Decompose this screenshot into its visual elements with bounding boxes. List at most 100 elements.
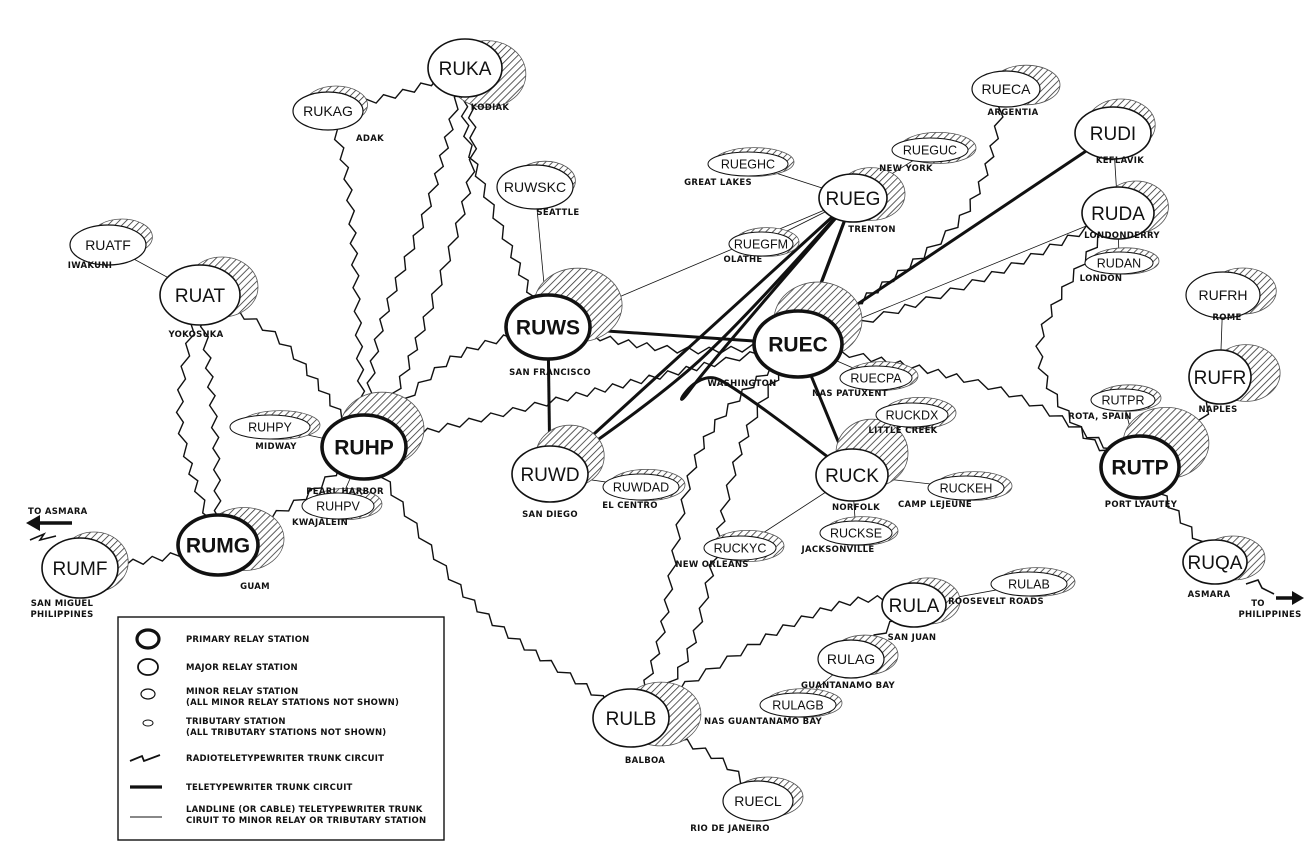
station-code: RUHPY	[248, 421, 292, 435]
station-city: SAN MIGUEL	[31, 599, 94, 609]
legend-item-tty: TELETYPEWRITER TRUNK CIRCUIT	[130, 783, 352, 793]
station-city: PORT LYAUTEY	[1105, 500, 1178, 510]
radioteletypewriter-trunk-circuit	[363, 341, 799, 449]
legend-symbol	[129, 754, 161, 763]
legend-symbol	[137, 658, 159, 676]
station-city: ROTA, SPAIN	[1068, 412, 1132, 422]
station-code: RUCKDX	[886, 409, 939, 423]
station-city: OLATHE	[723, 255, 762, 265]
station-code: RULA	[889, 596, 940, 617]
legend-symbol	[135, 628, 161, 650]
station-city: YOKOSUKA	[167, 330, 223, 340]
station-code: RUHP	[334, 437, 394, 460]
radioteletypewriter-trunk-circuit	[630, 343, 799, 721]
legend-label: RADIOTELETYPEWRITER TRUNK CIRCUIT	[186, 754, 384, 764]
station-city: NEW ORLEANS	[675, 560, 748, 570]
station-city: NEW YORK	[879, 164, 933, 174]
station-ellipse	[819, 520, 893, 546]
station-ellipse	[752, 309, 844, 379]
station-code: RUKAG	[303, 103, 353, 119]
station-ellipse	[602, 473, 680, 501]
station-rueg: RUEG TRENTON	[818, 173, 896, 235]
station-code: RUCKYC	[714, 542, 767, 556]
station-city: GUANTANAMO BAY	[801, 681, 896, 691]
station-city: NAS PATUXENT	[812, 389, 888, 399]
station-ruecpa: RUECPA NAS PATUXENT	[812, 365, 913, 399]
to-philippines-label: TO	[1251, 599, 1265, 609]
station-ellipse	[1084, 251, 1154, 275]
legend-symbol	[142, 719, 154, 727]
station-ellipse	[971, 70, 1041, 108]
station-ellipse	[592, 688, 670, 748]
station-ellipse	[320, 413, 408, 481]
station-ellipse	[41, 537, 119, 599]
radioteletypewriter-trunk-circuit	[360, 67, 466, 448]
station-code: RUDI	[1090, 124, 1136, 145]
station-ellipse	[703, 535, 777, 561]
radioteletypewriter-trunk-circuit	[359, 67, 478, 448]
teletypewriter-trunk-circuit	[680, 197, 855, 477]
radioteletypewriter-trunk-circuit	[1035, 212, 1141, 469]
station-code: RUECPA	[850, 372, 902, 386]
station-ellipse	[504, 293, 592, 361]
station-ellipse	[815, 448, 889, 502]
station-ruck: RUCK NORFOLK	[815, 448, 889, 513]
station-ellipse	[759, 692, 837, 718]
station-city: GREAT LAKES	[684, 178, 752, 188]
station-ellipse	[990, 571, 1068, 597]
radioteletypewriter-trunk-circuit	[197, 294, 222, 546]
station-code: RUCK	[825, 466, 879, 487]
radioteletypewriter-trunk-circuit	[626, 343, 799, 719]
station-city: TRENTON	[848, 225, 896, 235]
station-city: SAN JUAN	[888, 633, 937, 643]
radioteletypewriter-trunk-circuit	[797, 343, 1141, 472]
station-city: NORFOLK	[832, 503, 880, 513]
station-city: ASMARA	[1188, 590, 1231, 600]
legend-label: TRIBUTARY STATION	[186, 717, 286, 727]
station-ellipse	[1099, 434, 1181, 500]
legend-item-trib: TRIBUTARY STATION(ALL TRIBUTARY STATIONS…	[142, 717, 386, 738]
station-ellipse	[707, 151, 789, 177]
station-code: RUWSKC	[504, 179, 566, 195]
station-ellipse	[496, 164, 574, 210]
station-city: RIO DE JANEIRO	[690, 824, 770, 834]
station-ellipse	[881, 582, 947, 628]
station-code: RUEG	[826, 189, 881, 210]
station-rula: RULA SAN JUAN	[881, 582, 947, 643]
station-ruckyc: RUCKYC NEW ORLEANS	[675, 535, 777, 570]
station-code: RULAGB	[772, 699, 823, 713]
legend-symbol	[140, 688, 156, 700]
station-city: JACKSONVILLE	[800, 545, 874, 555]
station-city: ARGENTIA	[988, 108, 1039, 118]
station-ellipse	[1081, 186, 1155, 240]
station-ellipse	[292, 91, 364, 131]
station-code: RUDAN	[1097, 257, 1141, 271]
legend-label: MAJOR RELAY STATION	[186, 663, 298, 673]
station-code: RULB	[606, 709, 657, 730]
station-code: RUEC	[768, 334, 828, 357]
station-ellipse	[301, 492, 375, 520]
station-code: RUFRH	[1199, 287, 1248, 303]
teletypewriter-trunk-circuit	[548, 196, 855, 476]
legend-label: (ALL MINOR RELAY STATIONS NOT SHOWN)	[186, 698, 399, 708]
legend-label: (ALL TRIBUTARY STATIONS NOT SHOWN)	[186, 728, 386, 738]
station-ellipse	[427, 38, 503, 98]
to-philippines-label: PHILIPPINES	[1238, 610, 1301, 620]
